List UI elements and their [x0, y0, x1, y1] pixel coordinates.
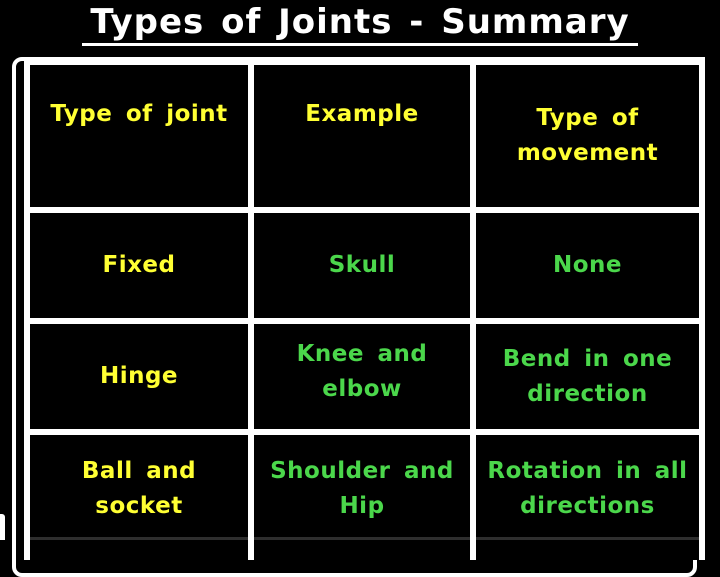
cell-rotation-in-all-directions: Rotation in all directions [476, 435, 699, 560]
header-label: Type of movement [516, 105, 659, 166]
slide-edge-fragment [0, 514, 5, 540]
table-bottom-edge [30, 537, 248, 540]
cell-label: Ball and socket [81, 458, 197, 519]
table-bottom-edge [476, 537, 699, 540]
slide-title: Types of Joints - Summary [0, 2, 720, 46]
joints-summary-table: Type of joint Example Type of movement F… [24, 57, 705, 560]
header-cell-type-of-joint: Type of joint [30, 65, 248, 207]
cell-bend-in-one-direction: Bend in one direction [476, 324, 699, 429]
table-bottom-edge [254, 537, 470, 540]
cell-label: Hinge [99, 363, 179, 390]
cell-none: None [476, 213, 699, 318]
cell-label: Skull [328, 252, 396, 279]
cell-label: Knee and elbow [296, 341, 428, 402]
cell-hinge: Hinge [30, 324, 248, 429]
cell-label: Bend in one direction [502, 346, 673, 407]
cell-label: Rotation in all directions [487, 458, 688, 519]
header-cell-type-of-movement: Type of movement [476, 65, 699, 207]
cell-label: Shoulder and Hip [270, 458, 454, 519]
cell-fixed: Fixed [30, 213, 248, 318]
header-label: Type of joint [50, 101, 228, 127]
cell-label: None [552, 252, 623, 279]
cell-knee-and-elbow: Knee and elbow [254, 324, 470, 429]
cell-ball-and-socket: Ball and socket [30, 435, 248, 560]
slide-title-text: Types of Joints - Summary [82, 2, 638, 46]
cell-label: Fixed [102, 252, 176, 279]
cell-shoulder-and-hip: Shoulder and Hip [254, 435, 470, 560]
header-cell-example: Example [254, 65, 470, 207]
header-label: Example [305, 101, 419, 127]
cell-skull: Skull [254, 213, 470, 318]
